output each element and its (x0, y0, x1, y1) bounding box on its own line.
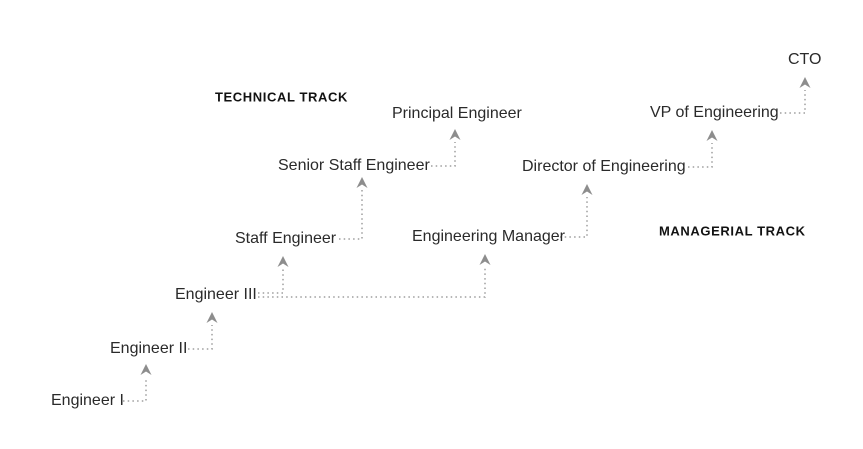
node-engineer-iii: Engineer III (175, 286, 257, 303)
arrow-senior-staff-engineer-to-principal-engineer (431, 129, 461, 167)
node-staff-engineer: Staff Engineer (235, 230, 337, 247)
arrow-staff-engineer-to-senior-staff-engineer (339, 177, 368, 240)
node-director-of-engineering: Director of Engineering (522, 158, 686, 175)
arrow-engineering-manager-to-director-of-engineering (560, 184, 593, 238)
node-engineer-ii: Engineer II (110, 340, 188, 357)
node-cto: CTO (788, 51, 822, 68)
track-label-managerial: MANAGERIAL TRACK (659, 223, 806, 239)
node-engineering-manager: Engineering Manager (412, 228, 565, 245)
arrow-engineer-i-to-engineer-ii (123, 364, 152, 402)
node-vp-of-engineering: VP of Engineering (650, 104, 779, 121)
node-senior-staff-engineer: Senior Staff Engineer (278, 157, 430, 174)
arrow-engineer-iii-to-staff-engineer (258, 256, 289, 294)
arrow-engineer-ii-to-engineer-iii (188, 312, 218, 350)
arrow-engineer-iii-to-engineering-manager (258, 254, 491, 298)
arrow-director-of-engineering-to-vp-of-engineering (688, 130, 718, 168)
track-label-technical: TECHNICAL TRACK (215, 89, 348, 105)
node-principal-engineer: Principal Engineer (392, 105, 522, 122)
node-engineer-i: Engineer I (51, 392, 124, 409)
arrow-vp-of-engineering-to-cto (780, 77, 811, 114)
